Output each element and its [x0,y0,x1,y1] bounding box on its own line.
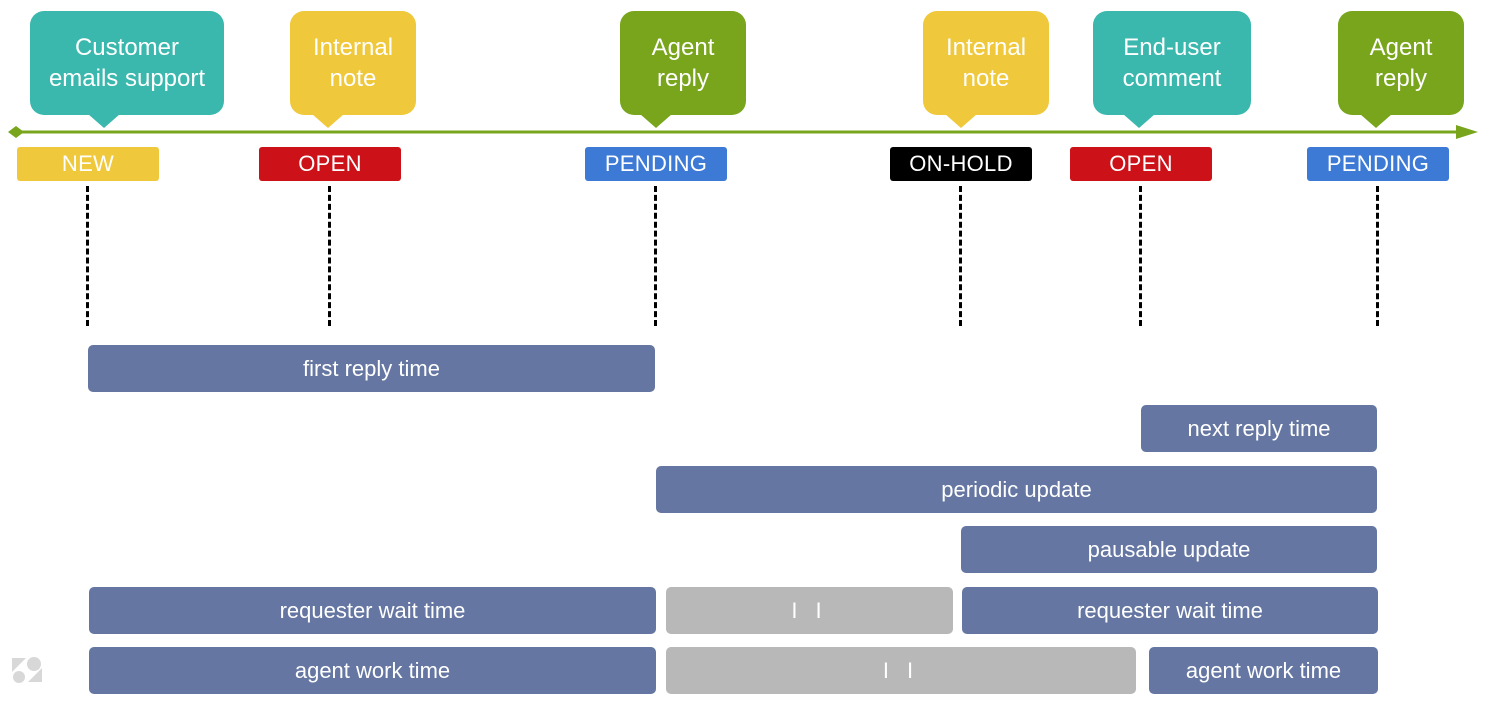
callout-internal-note-2: Internal note [923,11,1049,128]
event-guide-line [1139,186,1142,326]
status-badge-open: OPEN [259,147,401,181]
pausable-update-bar: pausable update [961,526,1377,573]
callout-pointer [312,114,344,128]
callout-label: End-user comment [1122,34,1222,92]
callout-pointer [1123,114,1155,128]
requester-wait-time-bar: requester wait time [89,587,656,634]
status-badge-new: NEW [17,147,159,181]
callout-agent-reply: Agent reply [620,11,746,128]
callout-pointer [945,114,977,128]
zendesk-logo-icon [12,657,42,683]
callout-label: Internal note [312,34,394,92]
event-guide-line [654,186,657,326]
periodic-update-bar: periodic update [656,466,1377,513]
callout-customer-emails-support: Customer emails support [30,11,224,128]
callout-internal-note: Internal note [290,11,416,128]
first-reply-time-bar: first reply time [88,345,655,392]
callout-pointer [88,114,120,128]
callout-label: Agent reply [651,34,715,92]
agent-work-paused-bar: I I [666,647,1136,694]
requester-wait-time-bar-2: requester wait time [962,587,1378,634]
requester-wait-paused-bar: I I [666,587,953,634]
callout-label: Internal note [945,34,1027,92]
callout-label: Agent reply [1369,34,1433,92]
event-guide-line [86,186,89,326]
next-reply-time-bar: next reply time [1141,405,1377,452]
status-badge-pending: PENDING [585,147,727,181]
status-badge-open-2: OPEN [1070,147,1212,181]
callout-agent-reply-2: Agent reply [1338,11,1464,128]
callout-label: Customer emails support [48,34,206,92]
event-guide-line [1376,186,1379,326]
status-badge-pending-2: PENDING [1307,147,1449,181]
agent-work-time-bar-2: agent work time [1149,647,1378,694]
callout-pointer [1360,114,1392,128]
event-guide-line [328,186,331,326]
callout-pointer [640,114,672,128]
status-badge-on-hold: ON-HOLD [890,147,1032,181]
callout-end-user-comment: End-user comment [1093,11,1251,128]
agent-work-time-bar: agent work time [89,647,656,694]
event-guide-line [959,186,962,326]
timeline-axis [8,125,1478,139]
